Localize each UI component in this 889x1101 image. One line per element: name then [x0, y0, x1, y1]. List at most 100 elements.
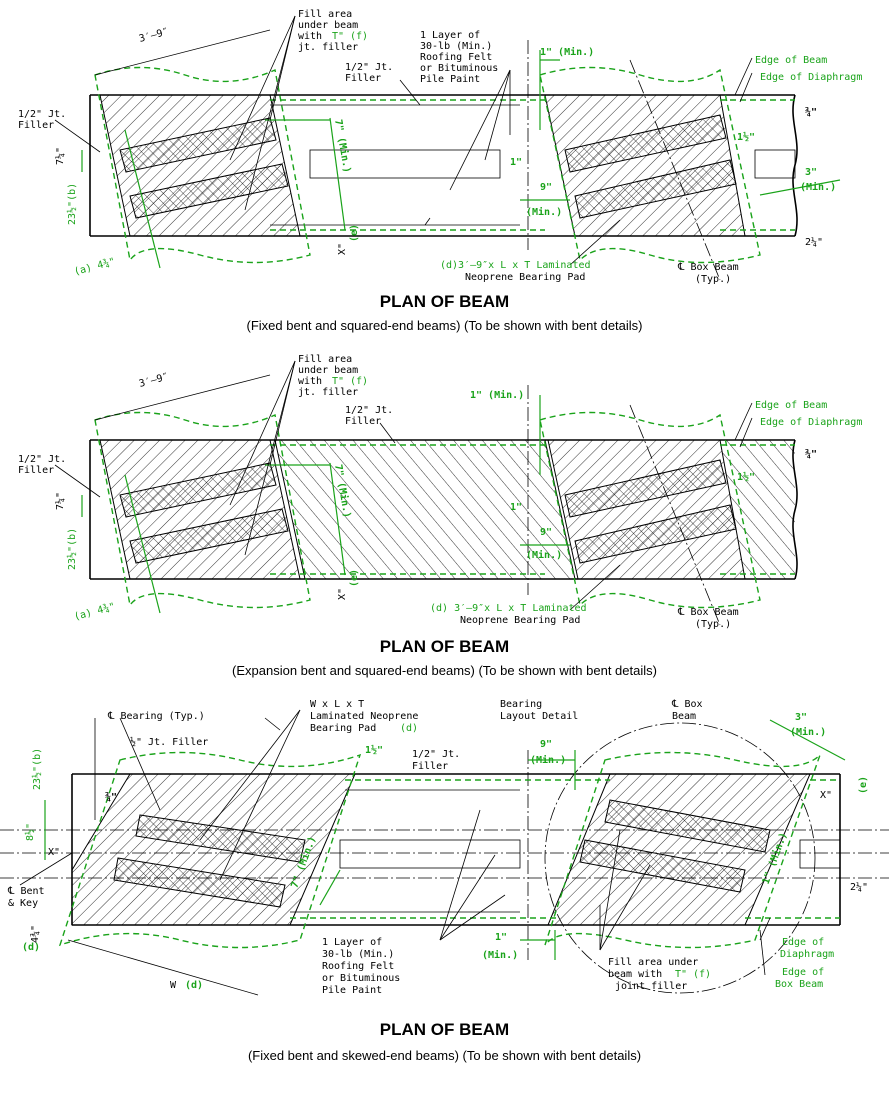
dim-3-9-line: [94, 374, 271, 421]
fill-area-label-3: with: [298, 31, 322, 42]
box-beam-label: ℄ Box Beam: [677, 262, 739, 273]
pad-label: (d)3′–9″x L x T Laminated: [440, 260, 591, 271]
pad-label: (d) 3′–9″x L x T Laminated: [430, 603, 587, 614]
left-bearing-block: [71, 773, 356, 926]
left-bearing-block: [99, 94, 301, 237]
fill-area-label-3: with: [298, 376, 322, 387]
bearing-layout-label-2: Layout Detail: [500, 711, 578, 722]
jt-filler-mid-2: Filler: [345, 73, 381, 84]
dim-9-min: 9": [540, 527, 552, 538]
edge-of-diaphragm-2: Diaphragm: [780, 949, 834, 960]
fill-area-label-2: beam with: [608, 969, 662, 980]
plan-drawing-2: 3′–9″ Fill area under beam with T" (f) j…: [18, 354, 862, 630]
box-beam-label-2: (Typ.): [695, 274, 731, 285]
panel3-subtitle: (Fixed bent and skewed-end beams) (To be…: [247, 1048, 642, 1063]
dim-2-4: 2¼": [850, 881, 868, 893]
plan-drawing-1: 3′–9″ Fill area under beam with T" (f) j…: [18, 9, 862, 285]
bent-key-label-2: & Key: [8, 898, 38, 909]
dim-3-4: ¾": [805, 448, 817, 460]
jt-filler-mid-2: Filler: [412, 761, 448, 772]
dim-3-4: ¾": [105, 791, 117, 803]
dim-3-4: ¾": [805, 106, 817, 118]
dim-3-9: 3′–9″: [138, 26, 170, 44]
pad-outline-green: [94, 66, 795, 264]
jt-filler-mid: 1/2" Jt.: [345, 405, 393, 416]
dim-9-min: 9": [540, 739, 552, 750]
dim-23: 23½"(b): [31, 748, 43, 790]
dim-23: 23½"(b): [66, 183, 78, 225]
dim-w-line: [67, 939, 259, 996]
roofing-felt-label: 1 Layer of: [322, 937, 382, 948]
pad-label-d: (d): [400, 723, 418, 734]
dim-3-min-b: (Min.): [790, 726, 826, 738]
panel2-subtitle: (Expansion bent and squared-end beams) (…: [232, 663, 657, 678]
roofing-felt-label-4: or Bituminous: [420, 63, 498, 74]
pad-outline-green: [58, 751, 840, 949]
pad-outline-green: [94, 411, 795, 609]
panel3-title: PLAN OF BEAM: [379, 1020, 510, 1039]
dim-23: 23½"(b): [66, 528, 78, 570]
dim-1-min-b: (Min.): [482, 949, 518, 961]
fill-area-f: (f): [693, 969, 711, 980]
edge-of-diaphragm: Edge of Diaphragm: [760, 417, 862, 428]
panel-fixed-skewed: ℄ Bearing (Typ.) ½" Jt. Filler W x L x T…: [0, 690, 889, 1101]
fill-area-t: T": [675, 969, 687, 980]
right-bearing-block: [547, 773, 811, 926]
fill-area-label-4: jt. filler: [298, 42, 358, 53]
box-beam-label-2: (Typ.): [695, 619, 731, 630]
jt-filler-mid: 1/2" Jt.: [345, 62, 393, 73]
right-bearing-block: [547, 439, 795, 580]
dim-7-4: 7¼": [54, 492, 66, 510]
dim-4-d: (d): [22, 942, 40, 953]
box-beam-label: ℄ Box Beam: [677, 607, 739, 618]
edge-of-diaphragm: Edge of: [782, 937, 824, 948]
dim-1-min: 1" (Min.): [540, 46, 594, 58]
plan-drawing-3: ℄ Bearing (Typ.) ½" Jt. Filler W x L x T…: [0, 699, 889, 996]
roofing-felt-label-3: Roofing Felt: [420, 52, 492, 63]
dim-3-min: 3": [805, 167, 817, 178]
roofing-felt-label-5: Pile Paint: [420, 74, 480, 85]
jt-filler-left-2: Filler: [18, 120, 54, 131]
left-bearing-block: [99, 439, 301, 580]
dim-3-min: 3": [795, 712, 807, 723]
dim-1-5: 1½": [365, 744, 383, 756]
pad-label-2: Neoprene Bearing Pad: [460, 615, 580, 626]
dim-3-min-b: (Min.): [800, 181, 836, 193]
dimension-lines: [81, 50, 841, 269]
dimension-lines: [44, 719, 846, 960]
void-tubes: [309, 149, 796, 179]
fill-area-t: T": [332, 376, 344, 387]
dim-9-min-b: (Min.): [526, 206, 562, 218]
panel1-title: PLAN OF BEAM: [379, 292, 510, 311]
fill-area-t: T": [332, 31, 344, 42]
leader-lines: [19, 709, 771, 976]
dim-3-9-line: [94, 29, 271, 76]
box-beam-label-2: Beam: [672, 711, 696, 722]
roofing-felt-label-4: or Bituminous: [322, 973, 400, 984]
dim-e: (e): [349, 224, 360, 242]
jt-filler-mid: 1/2" Jt.: [412, 749, 460, 760]
fill-area-label: Fill area: [298, 9, 352, 20]
jt-filler-left: 1/2" Jt.: [18, 454, 66, 465]
dim-x-e: X": [820, 790, 832, 801]
jt-filler-left: 1/2" Jt.: [18, 109, 66, 120]
fill-area-label-3: joint filler: [615, 981, 687, 992]
dim-w-d: (d): [185, 980, 203, 991]
edge-of-beam: Edge of Beam: [755, 400, 827, 411]
jt-filler-mid-2: Filler: [345, 416, 381, 427]
box-beam-label: ℄ Box: [671, 699, 703, 710]
bearing-layout-circle: [544, 722, 816, 994]
dim-8: 8½": [24, 823, 36, 841]
fill-area-label-4: jt. filler: [298, 387, 358, 398]
leader-lines: [54, 360, 753, 611]
edge-of-box-beam-2: Box Beam: [775, 979, 823, 990]
dim-1: 1": [510, 157, 522, 168]
dim-1-5: 1½": [737, 131, 755, 143]
edge-of-diaphragm: Edge of Diaphragm: [760, 72, 862, 83]
void-tubes: [339, 839, 841, 869]
dim-1-min: 1" (Min.): [470, 389, 524, 401]
fill-area-label: Fill area: [298, 354, 352, 365]
panel-fixed-squared: 3′–9″ Fill area under beam with T" (f) j…: [0, 0, 889, 340]
panel2-title: PLAN OF BEAM: [379, 637, 510, 656]
fill-area-label-2: under beam: [298, 20, 358, 31]
